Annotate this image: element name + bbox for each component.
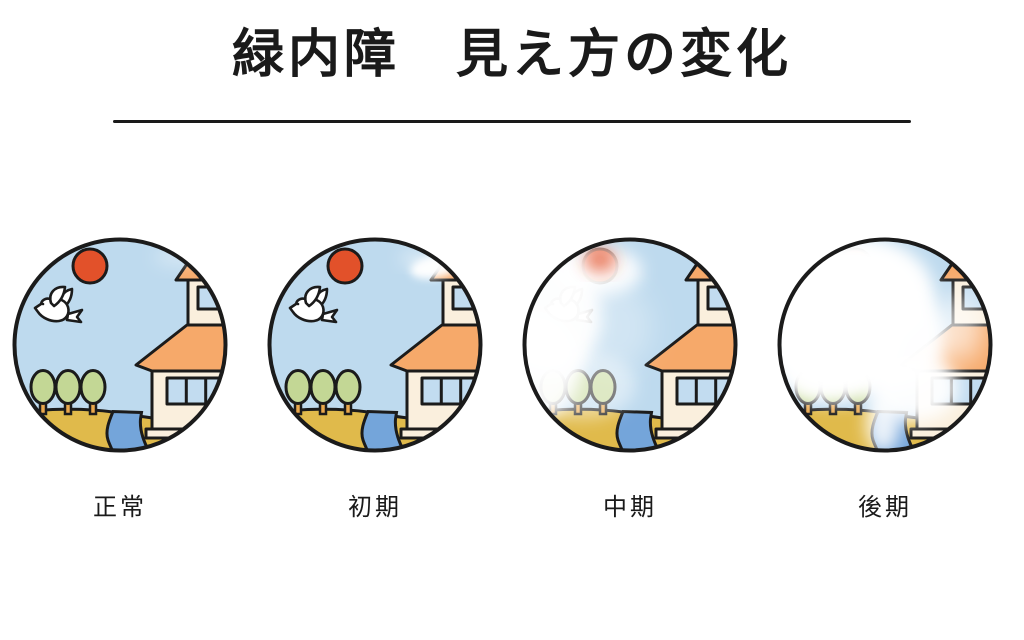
stage-figure-normal: 正常 (10, 235, 230, 522)
fog-overlay (524, 245, 652, 420)
circle-frame (12, 237, 228, 453)
circle-frame (777, 237, 993, 453)
river (360, 409, 410, 451)
scene-illustration-late (777, 237, 993, 453)
circle-frame (267, 237, 483, 453)
circle-frame (522, 237, 738, 453)
fog-overlay (779, 239, 983, 451)
river (615, 409, 665, 451)
header: 緑内障 見え方の変化 (0, 0, 1024, 123)
page-title: 緑内障 見え方の変化 (231, 26, 792, 84)
trees (284, 368, 362, 415)
scene-container-late (775, 235, 995, 455)
house (644, 256, 736, 440)
blurred-sun (585, 249, 615, 270)
bird-icon (288, 285, 339, 323)
scene-illustration-normal (12, 237, 228, 453)
stage-label: 中期 (603, 493, 657, 521)
bird-icon (33, 285, 84, 323)
sun-icon (326, 247, 364, 285)
stage-label: 正常 (93, 493, 147, 521)
stage-label: 後期 (858, 493, 912, 521)
stage-label: 初期 (348, 493, 402, 521)
trees (29, 368, 107, 415)
stage-figure-early: 初期 (265, 235, 485, 522)
scene-container-middle (520, 235, 740, 455)
stage-figure-middle: 中期 (520, 235, 740, 522)
sun-icon (71, 247, 109, 285)
title-underline (113, 119, 911, 123)
stages-row: 正常 (10, 235, 1024, 522)
scene-illustration-middle (522, 237, 738, 453)
scene-container-early (265, 235, 485, 455)
stage-figure-late: 後期 (775, 235, 995, 522)
scene-illustration-early (267, 237, 483, 453)
scene-container-normal (10, 235, 230, 455)
river (105, 409, 155, 451)
